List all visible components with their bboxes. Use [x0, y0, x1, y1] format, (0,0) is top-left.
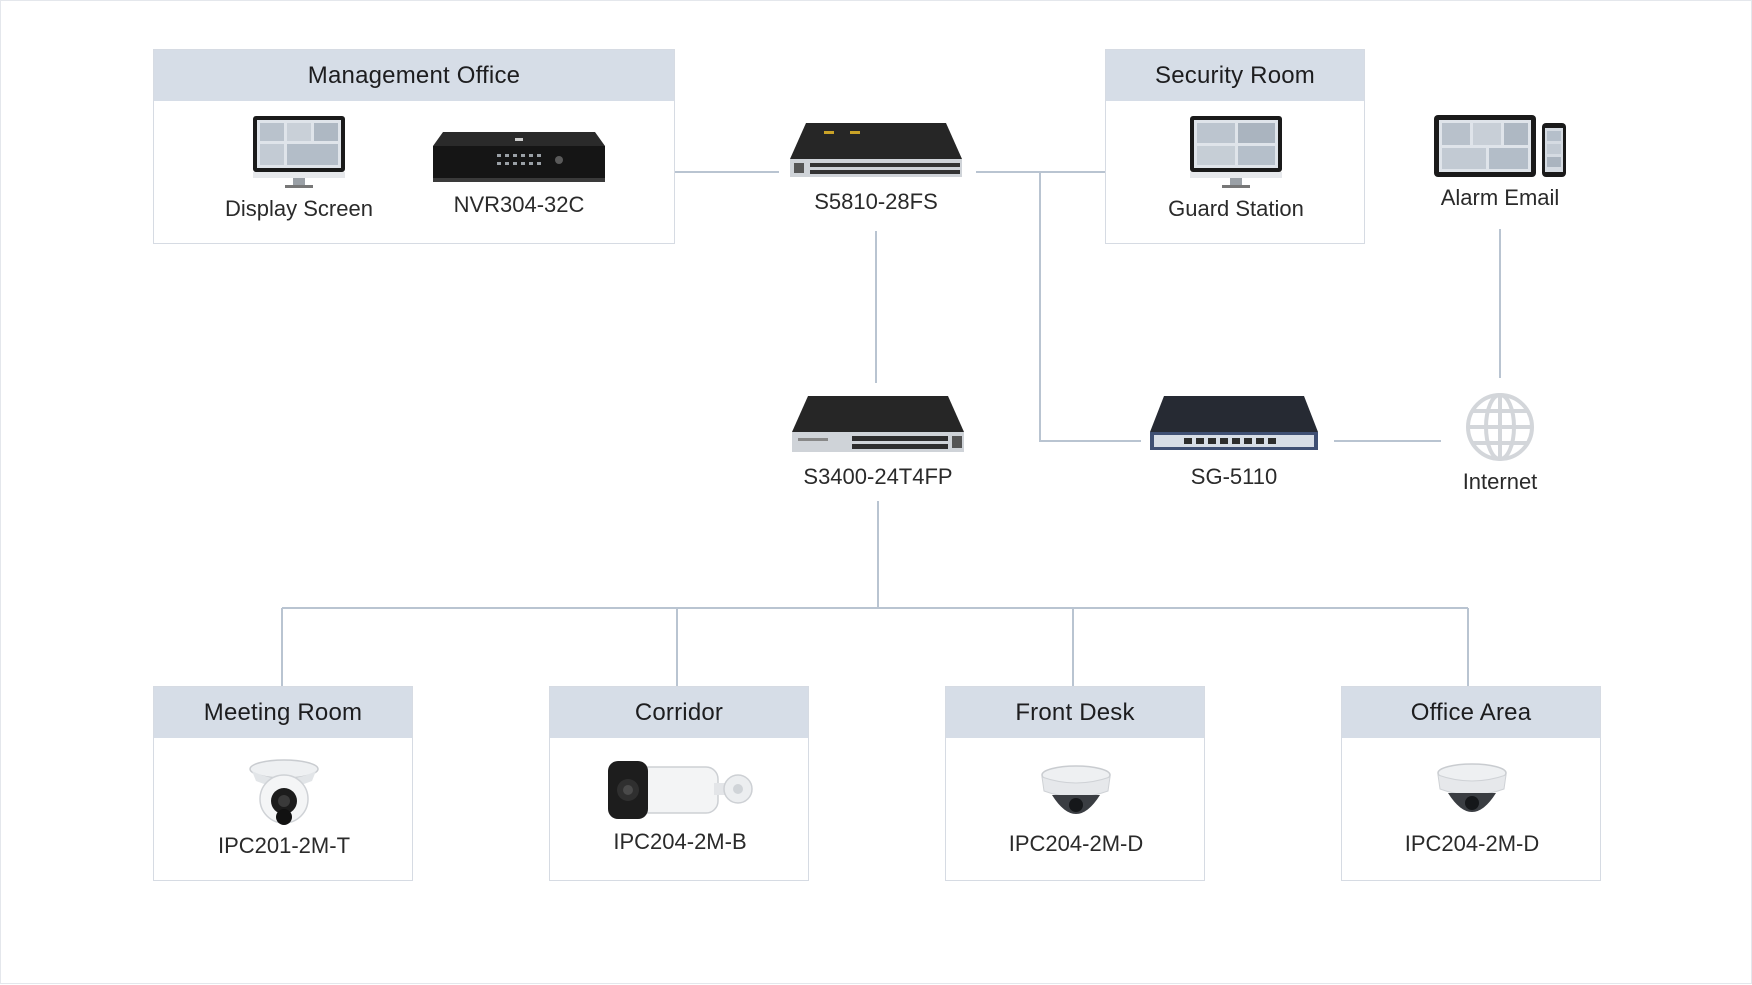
monitor-icon — [1190, 116, 1282, 188]
group-title: Security Room — [1106, 50, 1364, 101]
group-title: Meeting Room — [154, 687, 412, 738]
guard-station-device[interactable]: Guard Station — [1131, 114, 1341, 222]
gateway-label: SG-5110 — [1190, 464, 1278, 489]
front-desk-group: Front Desk IPC204-2M-D — [945, 686, 1205, 881]
meeting-room-camera[interactable]: IPC201-2M-T — [179, 757, 389, 859]
gateway-device[interactable]: SG-5110 — [1134, 394, 1334, 490]
group-title: Corridor — [550, 687, 808, 738]
corridor-group: Corridor IPC204-2M-B — [549, 686, 809, 881]
group-title: Management Office — [154, 50, 674, 101]
nvr-label: NVR304-32C — [453, 192, 585, 217]
dome-camera-icon — [1041, 765, 1111, 814]
office-area-camera-label: IPC204-2M-D — [1404, 831, 1540, 856]
corridor-camera[interactable]: IPC204-2M-B — [575, 757, 785, 855]
nvr-icon — [433, 132, 605, 182]
corridor-camera-label: IPC204-2M-B — [613, 829, 747, 854]
internet-label: Internet — [1462, 469, 1538, 494]
core-switch-label: S5810-28FS — [814, 189, 938, 214]
switch-icon — [792, 396, 964, 452]
access-switch-label: S3400-24T4FP — [803, 464, 953, 489]
alarm-email-label: Alarm Email — [1440, 185, 1560, 210]
internet-node[interactable]: Internet — [1400, 391, 1600, 495]
bullet-camera-icon — [608, 761, 753, 819]
display-screen-label: Display Screen — [225, 196, 373, 221]
link-core-to-gateway — [1039, 172, 1141, 442]
front-desk-camera-label: IPC204-2M-D — [1008, 831, 1144, 856]
monitor-icon — [253, 116, 345, 188]
guard-station-label: Guard Station — [1168, 196, 1304, 221]
front-desk-camera[interactable]: IPC204-2M-D — [971, 763, 1181, 857]
display-screen-device[interactable]: Display Screen — [194, 114, 404, 222]
group-title: Front Desk — [946, 687, 1204, 738]
security-room-group: Security Room Guard Station — [1105, 49, 1365, 244]
management-office-group: Management Office Display Screen — [153, 49, 675, 244]
nvr-device[interactable]: NVR304-32C — [414, 130, 624, 218]
switch-icon — [790, 123, 962, 177]
office-area-camera[interactable]: IPC204-2M-D — [1367, 761, 1577, 857]
alarm-email-device[interactable]: Alarm Email — [1400, 113, 1600, 211]
office-area-group: Office Area IPC204-2M-D — [1341, 686, 1601, 881]
meeting-room-group: Meeting Room IPC201-2M-T — [153, 686, 413, 881]
meeting-room-camera-label: IPC201-2M-T — [217, 833, 351, 858]
core-switch-device[interactable]: S5810-28FS — [776, 119, 976, 215]
tablet-phone-icon — [1434, 115, 1566, 177]
access-switch-device[interactable]: S3400-24T4FP — [778, 394, 978, 490]
globe-icon — [1466, 393, 1534, 461]
dome-camera-icon — [1437, 763, 1507, 812]
gateway-icon — [1150, 396, 1318, 450]
turret-camera-icon — [249, 759, 319, 825]
group-title: Office Area — [1342, 687, 1600, 738]
